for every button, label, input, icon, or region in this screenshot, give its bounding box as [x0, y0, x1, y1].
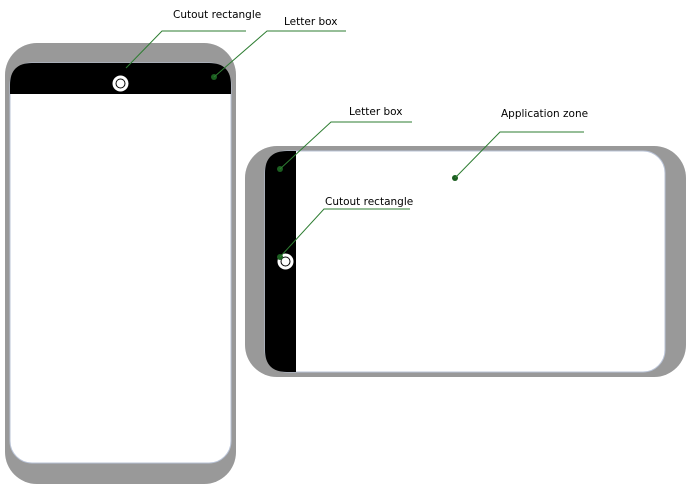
landscape-app-zone-leader: [454, 131, 584, 179]
camera-icon: [112, 75, 129, 92]
portrait-device: Cutout rectangle Letter box: [5, 9, 346, 484]
portrait-letterbox-label: Letter box: [284, 16, 337, 28]
portrait-screen: [9, 62, 232, 464]
landscape-device: Letter box Application zone Cutout recta…: [245, 106, 686, 377]
landscape-cutout-label: Cutout rectangle: [325, 196, 413, 208]
landscape-screen: [264, 150, 666, 373]
landscape-letterbox-label: Letter box: [349, 106, 402, 118]
landscape-app-zone-label: Application zone: [501, 108, 588, 120]
landscape-letterbox-leader: [279, 121, 412, 170]
portrait-letterbox-leader: [213, 30, 346, 78]
portrait-cutout-label: Cutout rectangle: [173, 9, 261, 21]
landscape-cutout-leader: [279, 208, 410, 258]
portrait-cutout-leader: [125, 30, 246, 69]
